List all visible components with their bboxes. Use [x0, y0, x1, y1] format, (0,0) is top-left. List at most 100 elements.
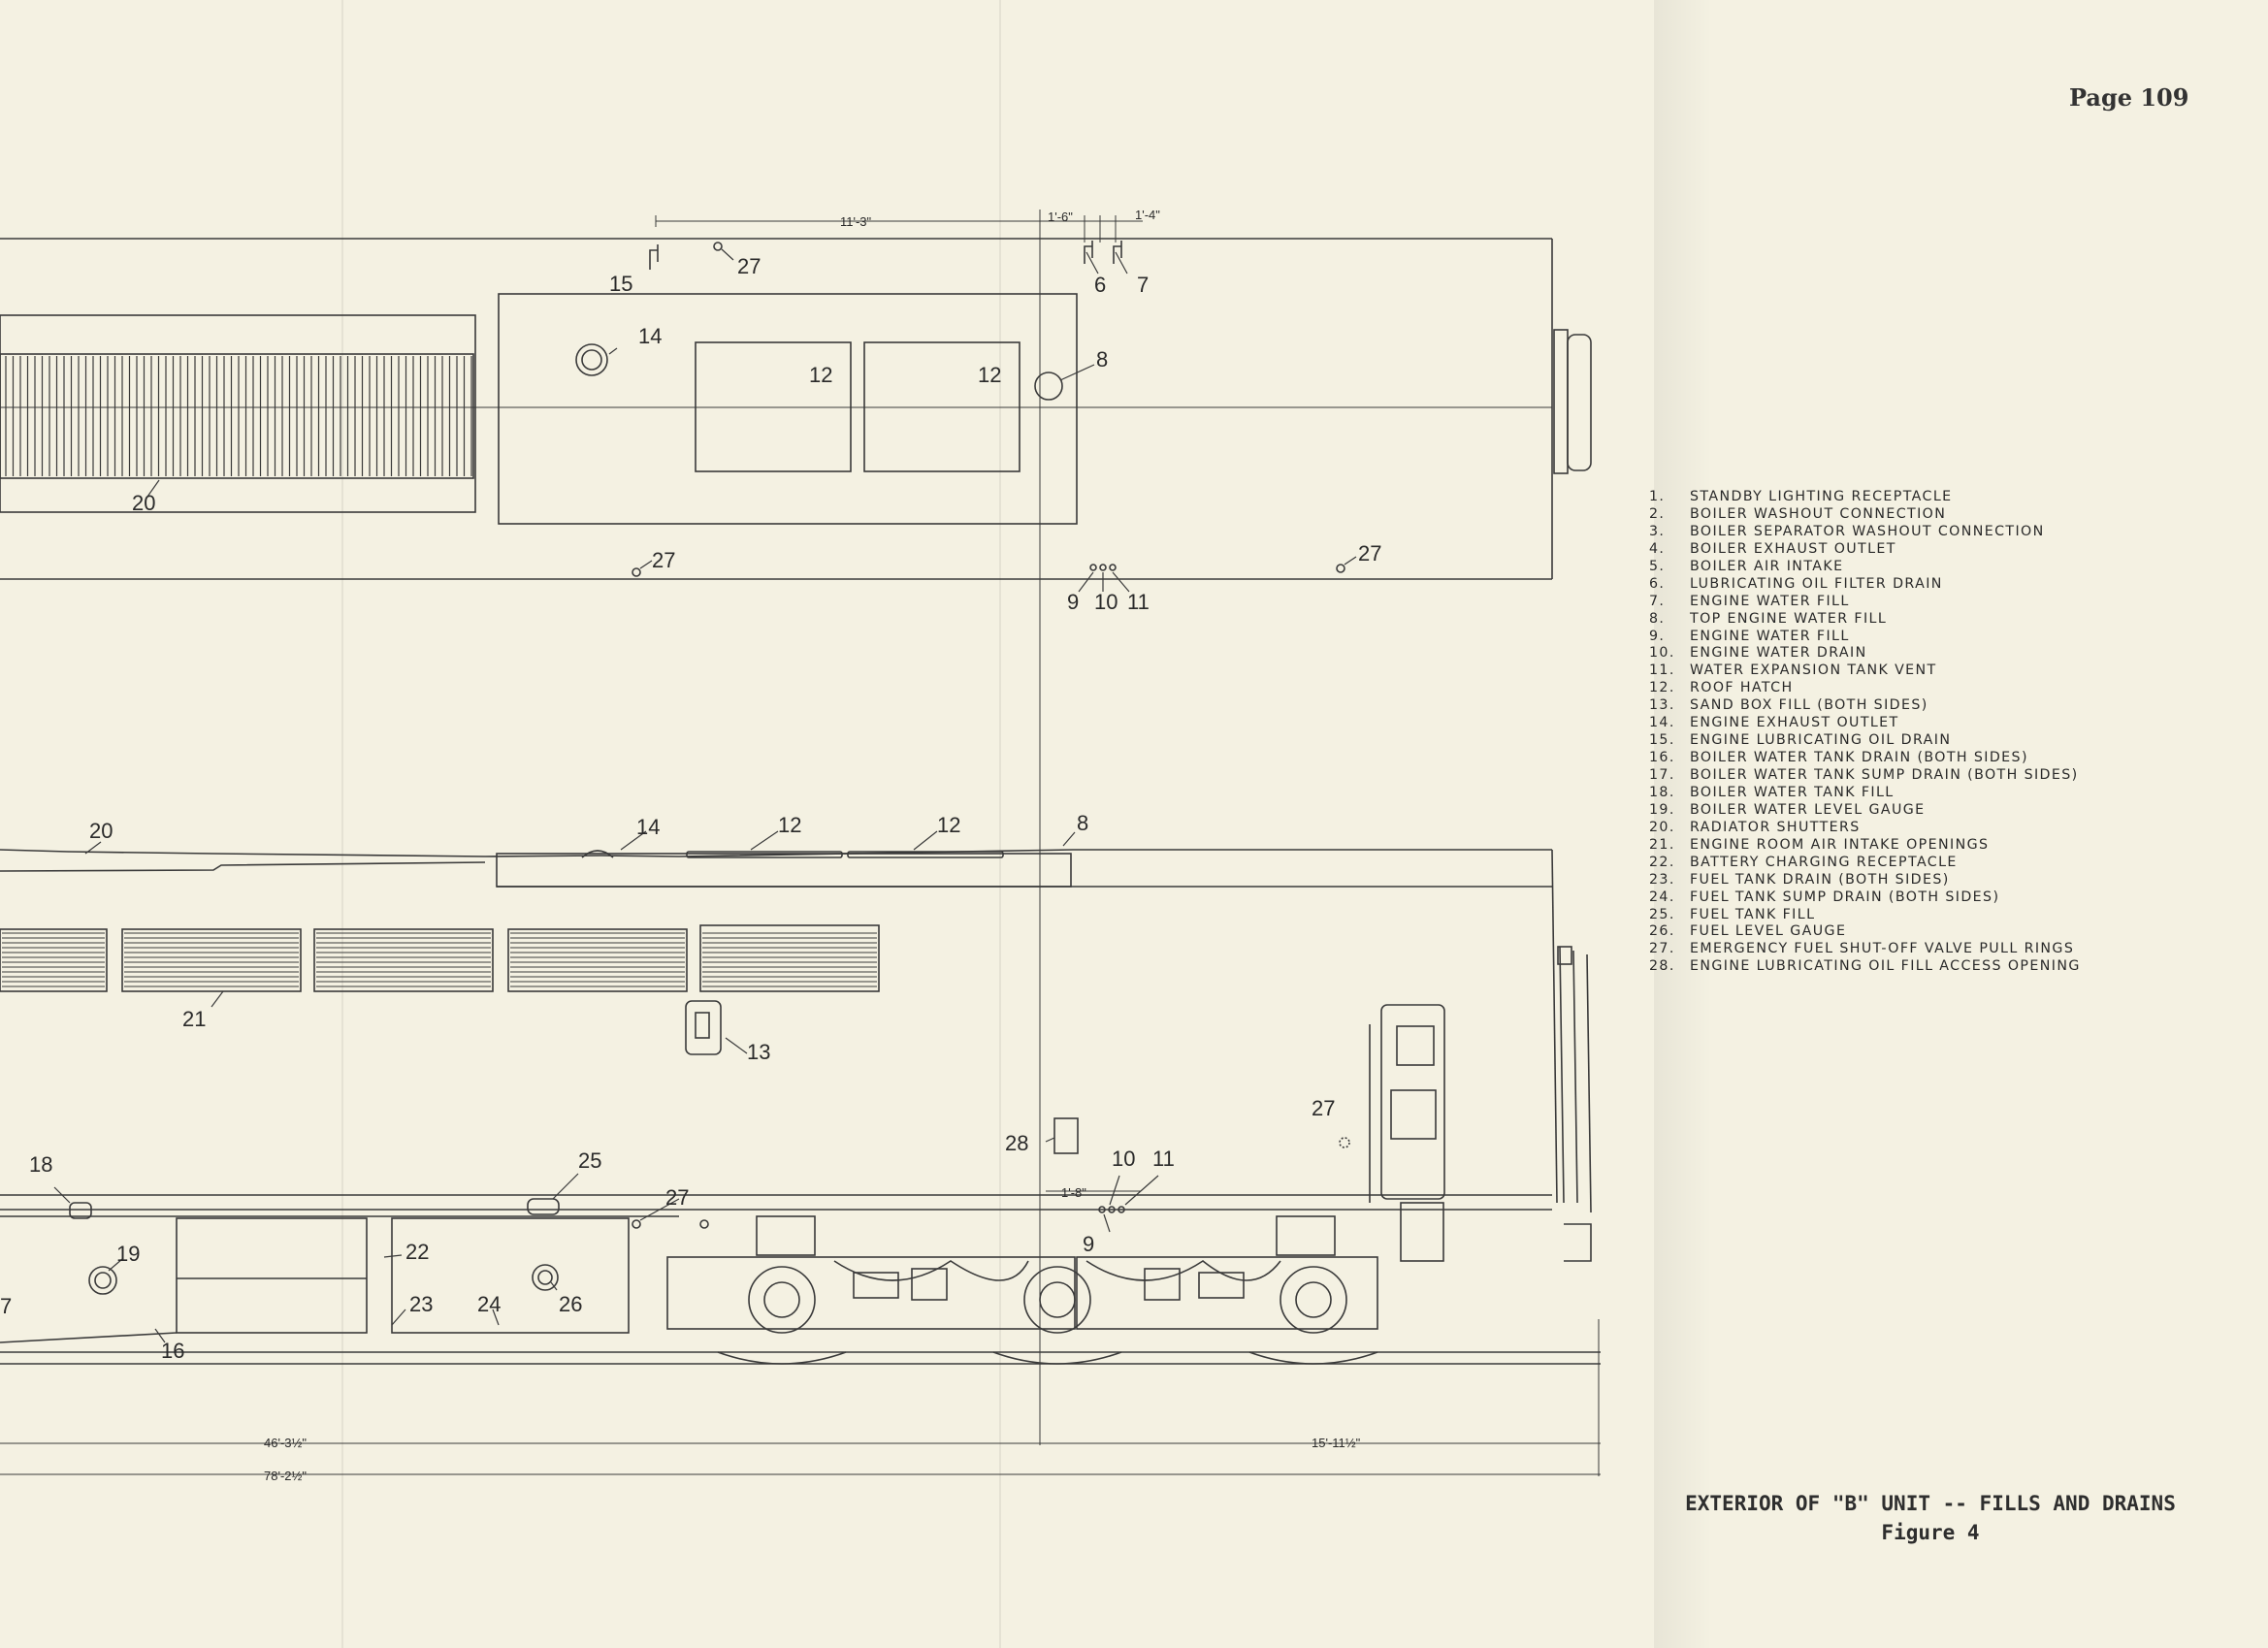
- legend-item: 28.ENGINE LUBRICATING OIL FILL ACCESS OP…: [1649, 958, 2081, 976]
- callout-21: 21: [182, 1007, 206, 1031]
- legend-item-text: WATER EXPANSION TANK VENT: [1690, 662, 1937, 679]
- callout-24: 24: [477, 1292, 501, 1316]
- legend-item: 7. ENGINE WATER FILL: [1649, 594, 2081, 611]
- callout-27: 27: [652, 548, 675, 572]
- callout-26: 26: [559, 1292, 582, 1316]
- legend-item: 27. EMERGENCY FUEL SHUT-OFF VALVE PULL RI…: [1649, 941, 2081, 958]
- caption-figure-number: Figure 4: [1881, 1521, 1980, 1544]
- legend-item-text: EMERGENCY FUEL SHUT-OFF VALVE PULL RINGS: [1690, 941, 2075, 957]
- dim-top-11-3: 11'-3": [840, 214, 872, 229]
- top-view-outline: [0, 210, 1592, 1445]
- legend-item-text: BATTERY CHARGING RECEPTACLE: [1690, 854, 1958, 870]
- callout-18: 18: [29, 1152, 52, 1177]
- legend-item-text: ENGINE WATER FILL: [1690, 593, 1850, 609]
- legend-item-text: BOILER WASHOUT CONNECTION: [1690, 505, 1947, 522]
- legend-item: 1.STANDBY LIGHTING RECEPTACLE: [1649, 489, 2081, 506]
- legend-item: 21.ENGINE ROOM AIR INTAKE OPENINGS: [1649, 837, 2081, 855]
- legend-item: 5. BOILER AIR INTAKE: [1649, 559, 2081, 576]
- callout-16: 16: [161, 1339, 184, 1363]
- legend-item: 12.ROOF HATCH: [1649, 680, 2081, 697]
- legend-item-text: ENGINE WATER FILL: [1690, 628, 1850, 644]
- callout-9: 9: [1083, 1232, 1094, 1256]
- callout-27: 27: [1358, 541, 1381, 565]
- callout-12: 12: [809, 363, 832, 387]
- legend-item-text: BOILER SEPARATOR WASHOUT CONNECTION: [1690, 523, 2045, 539]
- legend-item-number: 19.: [1649, 801, 1675, 818]
- legend-item-text: BOILER WATER TANK SUMP DRAIN (BOTH SIDES…: [1690, 767, 2079, 783]
- callout-7: 7: [1137, 273, 1149, 297]
- callout-14: 14: [636, 815, 660, 839]
- legend-item: 16.BOILER WATER TANK DRAIN (BOTH SIDES): [1649, 750, 2081, 767]
- legend-item-text: SAND BOX FILL (BOTH SIDES): [1690, 697, 1928, 714]
- legend-item-text: BOILER AIR INTAKE: [1690, 558, 1844, 574]
- legend-item: 23. FUEL TANK DRAIN (BOTH SIDES): [1649, 872, 2081, 889]
- legend-item-text: ENGINE LUBRICATING OIL DRAIN: [1690, 732, 1952, 749]
- callout-9: 9: [1067, 590, 1079, 614]
- callout-7: 7: [0, 1294, 12, 1318]
- legend-item: 22.BATTERY CHARGING RECEPTACLE: [1649, 855, 2081, 872]
- legend-item-text: BOILER EXHAUST OUTLET: [1690, 540, 1896, 557]
- page-number: Page 109: [2069, 83, 2189, 112]
- legend-item-text: FUEL TANK FILL: [1690, 906, 1816, 922]
- legend-item-number: 16.: [1649, 750, 1675, 766]
- figure-caption: EXTERIOR OF "B" UNIT -- FILLS AND DRAINS…: [1649, 1492, 2212, 1544]
- legend-item: 15.ENGINE LUBRICATING OIL DRAIN: [1649, 732, 2081, 750]
- legend-item-text: RADIATOR SHUTTERS: [1690, 819, 1861, 835]
- side-view-outline: [0, 830, 1601, 1476]
- legend-item-number: 26.: [1649, 923, 1675, 940]
- callout-20: 20: [132, 491, 155, 515]
- legend-item-number: 25.: [1649, 906, 1675, 922]
- legend-item-text: BOILER WATER TANK FILL: [1690, 784, 1895, 800]
- legend-item: 8.TOP ENGINE WATER FILL: [1649, 611, 2081, 629]
- callout-13: 13: [747, 1040, 770, 1064]
- callout-11: 11: [1127, 590, 1150, 614]
- air-intake-louvres: [2, 932, 877, 987]
- dim-top-1-4: 1'-4": [1135, 208, 1160, 222]
- legend-item-text: BOILER WATER LEVEL GAUGE: [1690, 801, 1926, 818]
- legend-item-text: FUEL TANK DRAIN (BOTH SIDES): [1690, 871, 1950, 888]
- legend-item-number: 18.: [1649, 784, 1675, 800]
- legend-item-number: 21.: [1649, 836, 1675, 853]
- callout-12: 12: [778, 813, 801, 837]
- callout-28: 28: [1005, 1131, 1028, 1155]
- legend-item-number: 5.: [1649, 558, 1666, 574]
- legend-item-text: STANDBY LIGHTING RECEPTACLE: [1690, 489, 1953, 504]
- legend-item-number: 2.: [1649, 505, 1666, 522]
- legend-item: 6.LUBRICATING OIL FILTER DRAIN: [1649, 576, 2081, 594]
- callout-22: 22: [405, 1240, 429, 1264]
- legend-item: 11. WATER EXPANSION TANK VENT: [1649, 662, 2081, 680]
- radiator-shutter-slats: [5, 356, 472, 476]
- legend-item-number: 11.: [1649, 662, 1675, 679]
- callout-27: 27: [665, 1185, 689, 1210]
- legend-item-text: ROOF HATCH: [1690, 680, 1794, 696]
- paper-fold-shadow: [1654, 0, 1712, 1648]
- legend-item: 9. ENGINE WATER FILL: [1649, 629, 2081, 646]
- callout-23: 23: [409, 1292, 433, 1316]
- legend-item-number: 7.: [1649, 593, 1666, 609]
- legend-item-number: 23.: [1649, 871, 1675, 888]
- callout-8: 8: [1077, 811, 1088, 835]
- legend-item: 19. BOILER WATER LEVEL GAUGE: [1649, 802, 2081, 820]
- paper-fold-line: [341, 0, 343, 1648]
- callout-20: 20: [89, 819, 113, 843]
- dim-side-15-11: 15'-11½": [1312, 1436, 1361, 1450]
- legend-item-number: 6.: [1649, 575, 1666, 592]
- legend-item: 24.FUEL TANK SUMP DRAIN (BOTH SIDES): [1649, 889, 2081, 907]
- callout-25: 25: [578, 1148, 601, 1173]
- callout-27: 27: [1312, 1096, 1335, 1120]
- dim-side-46-3: 46'-3½": [264, 1436, 307, 1450]
- callout-6: 6: [1094, 273, 1106, 297]
- legend-item-number: 27.: [1649, 941, 1675, 957]
- legend-item-number: 14.: [1649, 715, 1675, 731]
- legend-item-number: 10.: [1649, 645, 1675, 662]
- legend-item: 4.BOILER EXHAUST OUTLET: [1649, 541, 2081, 559]
- legend-item: 13.SAND BOX FILL (BOTH SIDES): [1649, 697, 2081, 715]
- callout-14: 14: [638, 324, 662, 348]
- legend-item-number: 9.: [1649, 628, 1666, 644]
- callout-11: 11: [1152, 1147, 1175, 1171]
- caption-title: EXTERIOR OF "B" UNIT -- FILLS AND DRAINS: [1685, 1492, 2176, 1515]
- callout-15: 15: [609, 272, 632, 296]
